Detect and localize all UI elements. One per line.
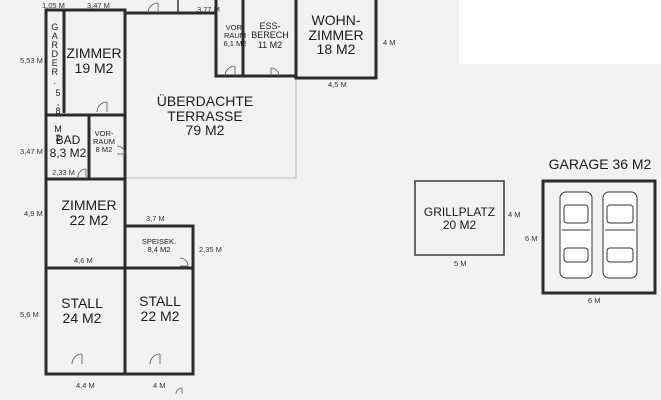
dim-grill-bottom: 5 M: [454, 259, 467, 268]
garage-outer-wall: [541, 179, 657, 295]
door-ess: [270, 67, 280, 77]
dim-stall-left-bottom: 4,4 M: [76, 381, 95, 390]
zimmer-mid-area: 22 M2: [69, 211, 109, 228]
zimmer-top-name: ZIMMER: [66, 45, 122, 61]
wohnzimmer-name2: ZIMMER: [308, 26, 364, 43]
vorraum-small-name1: VOR-: [94, 129, 114, 138]
wohnzimmer-name1: WOHN-: [311, 12, 361, 28]
zimmer-top-area: 19 M2: [74, 59, 114, 76]
essbereich-area: 11 M2: [257, 39, 283, 50]
stall-left-name: STALL: [61, 295, 103, 311]
dim-stall-right-bottom: 4 M: [153, 381, 166, 390]
dim-left-3: 4,9 M: [24, 209, 43, 218]
dim-wohn-right: 4 M: [383, 38, 396, 47]
door-stall-right: [149, 353, 161, 365]
door-vorraum-top: [224, 65, 236, 77]
car-left: [559, 191, 593, 279]
dim-speisek-right: 2,35 M: [199, 245, 222, 254]
zimmer-mid-label: ZIMMER 22 M2: [54, 198, 124, 227]
door-bottom-right: [175, 387, 183, 395]
dim-garage-left: 6 M: [525, 234, 538, 243]
bad-label: BAD 8,3 M2: [48, 134, 88, 159]
dim-left-1: 5,53 M: [20, 56, 43, 65]
door-zimmer: [96, 101, 108, 113]
garderobe-label: GARDER.: [46, 22, 62, 85]
vorraum-small-label: VOR- RAUM 8 M2: [90, 130, 118, 154]
wohnzimmer-label: WOHN- ZIMMER 18 M2: [298, 13, 374, 57]
dim-garage-bottom: 6 M: [588, 296, 601, 305]
stall-right-outer: [125, 224, 195, 376]
zimmer-mid-name: ZIMMER: [61, 197, 117, 213]
dim-wohn-bottom: 4,5 M: [328, 80, 347, 89]
speisek-name: SPEISEK.: [141, 237, 177, 246]
dim-left-2: 3,47 M: [20, 147, 43, 156]
left-wing-outer-wall: [44, 8, 127, 376]
wohnzimmer-area: 18 M2: [316, 41, 356, 58]
grillplatz-label: GRILLPLATZ 20 M2: [415, 206, 504, 231]
door-bad: [77, 168, 87, 178]
bad-name: BAD: [55, 133, 81, 147]
speisek-area: 8,4 M2: [147, 244, 171, 254]
garderobe-area: 5,8 M2: [53, 88, 63, 142]
terrasse-area: 79 M2: [185, 122, 225, 139]
essbereich-label: ESS- BERECH 11 M2: [246, 21, 294, 50]
vorraum-top-label: VOR- RAUM 6,1 M2: [218, 24, 252, 48]
grillplatz-area: 20 M2: [442, 217, 477, 232]
stall-right-label: STALL 22 M2: [128, 294, 192, 323]
garderobe-name: GARDER.: [49, 22, 60, 85]
vorraum-top-name1: VOR-: [225, 23, 245, 32]
terrasse-name1: ÜBERDACHTE: [156, 93, 254, 109]
dim-left-4: 5,6 M: [20, 310, 39, 319]
terrasse-label: ÜBERDACHTE TERRASSE 79 M2: [140, 94, 270, 138]
dim-top-3: 3,77 M: [197, 5, 220, 14]
dim-speisek-top: 3,7 M: [146, 214, 165, 223]
vorraum-small-name2: RAUM: [92, 136, 116, 146]
stall-right-area: 22 M2: [140, 307, 180, 324]
dim-bad-bottom: 2,33 M: [52, 168, 75, 177]
vorraum-top-name2: RAUM: [223, 30, 247, 40]
stall-left-area: 24 M2: [62, 309, 102, 326]
stall-left-label: STALL 24 M2: [50, 296, 114, 325]
speisek-label: SPEISEK. 8,4 M2: [134, 238, 184, 254]
car-right: [602, 191, 638, 279]
blank-area: [459, 0, 661, 64]
dim-top-2: 3,47 M: [87, 1, 110, 10]
door-speisek: [179, 257, 189, 267]
terrasse-name2: TERRASSE: [167, 107, 243, 124]
dim-zimmer-bottom: 4,6 M: [74, 256, 93, 265]
garage-title: GARAGE 36 M2: [548, 156, 652, 172]
essbereich-name1: ESS-: [259, 21, 281, 31]
dim-grill-right: 4 M: [508, 210, 521, 219]
grillplatz-outline: [414, 180, 505, 256]
stall-right-name: STALL: [139, 293, 181, 309]
grillplatz-name: GRILLPLATZ: [423, 205, 496, 219]
door-stall-left: [71, 353, 83, 365]
door-top: [147, 2, 159, 14]
dim-top-1: 1,05 M: [42, 1, 65, 10]
vorraum-top-area: 6,1 M2: [223, 38, 247, 48]
door-vorraum-small: [116, 145, 126, 155]
essbereich-name2: BERECH: [251, 30, 289, 41]
bad-area: 8,3 M2: [49, 145, 87, 160]
vorraum-small-area: 8 M2: [95, 144, 113, 154]
zimmer-top-label: ZIMMER 19 M2: [60, 46, 128, 75]
